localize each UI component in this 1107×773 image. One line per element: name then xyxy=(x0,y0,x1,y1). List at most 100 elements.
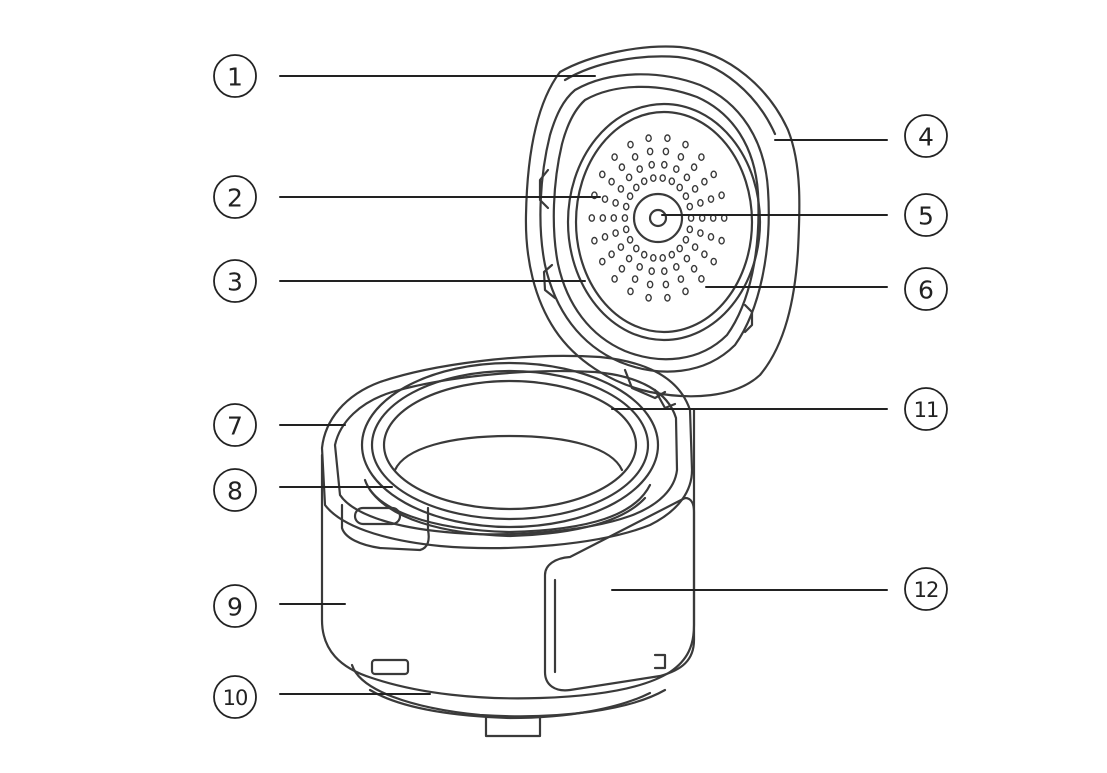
steam-hole xyxy=(710,170,718,179)
control-panel xyxy=(543,496,696,692)
steam-hole xyxy=(668,177,676,186)
steam-hole xyxy=(646,280,654,289)
steam-hole xyxy=(710,257,718,266)
inner-pot-rim xyxy=(360,361,660,529)
steam-hole xyxy=(599,257,606,266)
steam-hole xyxy=(610,214,618,222)
cooker-body xyxy=(320,354,696,738)
steam-hole xyxy=(645,293,652,302)
callout-3: 3 xyxy=(213,259,257,303)
steam-hole xyxy=(608,177,615,186)
steam-hole xyxy=(599,170,606,179)
base xyxy=(350,663,667,718)
callout-10-label: 10 xyxy=(223,686,248,710)
steam-plate-holes xyxy=(588,134,728,302)
steam-hole xyxy=(676,183,684,192)
steam-hole xyxy=(677,275,685,283)
steam-hole xyxy=(640,250,648,259)
steam-hole xyxy=(698,153,705,162)
steam-hole xyxy=(625,254,633,263)
steam-hole xyxy=(707,232,715,241)
lid-knob xyxy=(632,192,684,244)
steam-hole xyxy=(588,214,596,222)
callout-2-label: 2 xyxy=(227,184,243,213)
steam-hole xyxy=(682,192,690,201)
callout-5: 5 xyxy=(904,193,948,237)
callout-11: 11 xyxy=(904,387,948,431)
inner-pot xyxy=(393,434,624,472)
steam-hole xyxy=(625,173,633,182)
leader-lines xyxy=(279,75,888,695)
steam-hole xyxy=(682,287,689,296)
steam-hole xyxy=(691,184,699,193)
steam-hole xyxy=(697,229,704,238)
steam-hole xyxy=(648,160,656,169)
callout-9-label: 9 xyxy=(227,593,243,622)
callout-2: 2 xyxy=(213,175,257,219)
steam-hole xyxy=(611,153,618,162)
callout-markers: 1 2 3 4 5 6 7 8 xyxy=(213,54,948,719)
steam-hole xyxy=(636,262,644,271)
steam-hole xyxy=(683,173,691,182)
steam-hole xyxy=(648,267,656,276)
steam-hole xyxy=(661,160,668,169)
callout-11-label: 11 xyxy=(914,398,939,422)
steam-hole xyxy=(633,244,640,253)
steam-hole xyxy=(707,195,715,204)
callout-8: 8 xyxy=(213,468,257,512)
callout-10: 10 xyxy=(213,675,257,719)
steam-hole xyxy=(645,134,652,143)
lid xyxy=(524,45,801,410)
steam-hole xyxy=(599,214,607,222)
callout-7: 7 xyxy=(213,403,257,447)
steam-hole xyxy=(673,165,680,174)
steam-hole xyxy=(686,202,694,211)
callout-8-label: 8 xyxy=(227,477,243,506)
callout-3-label: 3 xyxy=(227,268,243,297)
callout-7-label: 7 xyxy=(227,412,243,441)
steam-hole xyxy=(646,147,654,156)
steam-hole xyxy=(701,177,708,186)
steam-hole xyxy=(626,192,634,201)
steam-hole xyxy=(664,293,671,302)
callout-9: 9 xyxy=(213,584,257,628)
steam-hole xyxy=(633,183,640,192)
steam-hole xyxy=(608,250,615,259)
steam-hole xyxy=(662,280,670,289)
steam-hole xyxy=(683,254,691,263)
steam-hole xyxy=(673,262,680,271)
steam-hole xyxy=(650,253,657,262)
steam-hole xyxy=(601,195,609,204)
callout-5-label: 5 xyxy=(918,202,934,231)
steam-hole xyxy=(677,152,685,161)
callout-4-label: 4 xyxy=(918,123,934,152)
steam-hole xyxy=(622,202,630,211)
steam-hole xyxy=(668,250,676,259)
steam-hole xyxy=(626,235,634,244)
steam-hole xyxy=(627,140,634,149)
steam-hole xyxy=(612,198,619,207)
steam-hole xyxy=(690,163,698,172)
callout-1-label: 1 xyxy=(227,63,243,92)
steam-hole xyxy=(631,275,639,283)
inner-lid-plate xyxy=(566,102,762,342)
steam-hole xyxy=(621,214,629,222)
steam-hole xyxy=(701,250,708,259)
steam-hole xyxy=(659,174,667,183)
steam-hole xyxy=(718,236,725,245)
steam-hole xyxy=(718,191,725,200)
steam-hole xyxy=(640,177,648,186)
steam-hole xyxy=(697,198,704,207)
steam-hole xyxy=(591,236,598,245)
steam-hole xyxy=(631,152,639,161)
steam-hole xyxy=(627,287,634,296)
steam-hole xyxy=(636,165,644,174)
steam-hole xyxy=(622,225,630,234)
steam-hole xyxy=(611,274,618,283)
callout-6: 6 xyxy=(904,267,948,311)
steam-hole xyxy=(659,253,667,262)
steam-hole xyxy=(617,184,625,193)
callout-12-label: 12 xyxy=(914,578,939,602)
steam-hole xyxy=(682,235,690,244)
